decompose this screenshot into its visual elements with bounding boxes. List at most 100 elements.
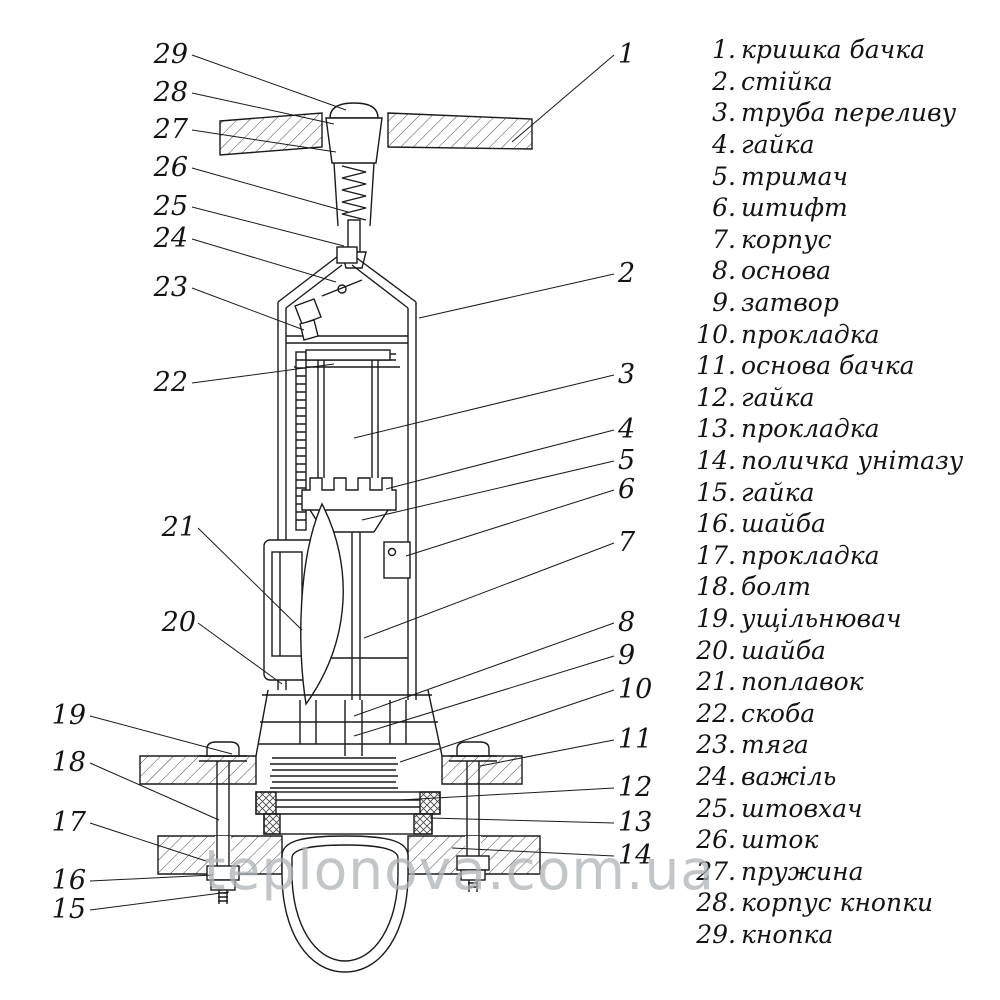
callout-19: 19 bbox=[51, 700, 86, 731]
legend-item-number: 26. bbox=[696, 825, 736, 855]
legend-item-number: 20. bbox=[696, 635, 736, 665]
legend-item: 18.болт bbox=[690, 571, 996, 603]
legend-item-number: 14. bbox=[696, 446, 736, 476]
callout-23: 23 bbox=[153, 272, 188, 303]
legend-item-number: 25. bbox=[696, 793, 736, 823]
legend-item-number: 4. bbox=[712, 130, 736, 160]
legend-item: 23.тяга bbox=[690, 729, 996, 761]
legend-item: 19.ущільнювач bbox=[690, 603, 996, 635]
legend-item-label: шайба bbox=[741, 635, 826, 665]
legend-item-label: прокладка bbox=[741, 540, 880, 570]
legend-item: 7.корпус bbox=[690, 224, 996, 256]
legend-item-label: штовхач bbox=[741, 793, 863, 823]
callout-2: 2 bbox=[618, 258, 636, 289]
legend-item-label: тяга bbox=[741, 730, 809, 760]
legend-item: 14.поличка унітазу bbox=[690, 445, 996, 477]
legend-item-number: 15. bbox=[696, 477, 736, 507]
right-bolt bbox=[449, 741, 497, 892]
flush-button-assembly bbox=[325, 102, 383, 269]
parts-legend: 1.кришка бачка 2.стійка 3.труба переливу… bbox=[690, 34, 996, 950]
callout-7: 7 bbox=[618, 527, 636, 558]
callout-24: 24 bbox=[153, 223, 188, 254]
legend-item-label: ущільнювач bbox=[741, 603, 902, 633]
callout-25: 25 bbox=[153, 191, 188, 222]
callout-9: 9 bbox=[618, 640, 636, 671]
legend-item: 26.шток bbox=[690, 824, 996, 856]
legend-item: 28.корпус кнопки bbox=[690, 887, 996, 919]
legend-item-number: 13. bbox=[696, 414, 736, 444]
legend-item: 13.прокладка bbox=[690, 413, 996, 445]
legend-item-number: 28. bbox=[696, 888, 736, 918]
legend-item-number: 21. bbox=[696, 667, 736, 697]
callout-13: 13 bbox=[618, 807, 653, 838]
callout-17: 17 bbox=[51, 807, 86, 838]
leader-lines bbox=[89, 54, 615, 911]
legend-item-label: затвор bbox=[741, 288, 839, 318]
legend-item-label: корпус bbox=[741, 224, 832, 254]
legend-item-label: прокладка bbox=[741, 319, 880, 349]
legend-item: 1.кришка бачка bbox=[690, 34, 996, 66]
left-bolt bbox=[199, 741, 247, 904]
legend-item-label: основа bbox=[741, 256, 832, 286]
legend-item: 24.важіль bbox=[690, 761, 996, 793]
legend-item-label: гайка bbox=[741, 130, 815, 160]
legend-item: 8.основа bbox=[690, 255, 996, 287]
legend-item: 6.штифт bbox=[690, 192, 996, 224]
callout-8: 8 bbox=[618, 607, 636, 638]
legend-item-number: 17. bbox=[696, 540, 736, 570]
legend-item-label: труба переливу bbox=[741, 98, 957, 128]
legend-item-label: пружина bbox=[741, 856, 864, 886]
callout-3: 3 bbox=[618, 359, 636, 390]
callout-4: 4 bbox=[618, 414, 636, 445]
legend-item: 12.гайка bbox=[690, 382, 996, 414]
legend-item: 27.пружина bbox=[690, 855, 996, 887]
legend-item-label: болт bbox=[741, 572, 811, 602]
callout-20: 20 bbox=[161, 607, 196, 638]
legend-item: 2.стійка bbox=[690, 66, 996, 98]
callout-11: 11 bbox=[618, 724, 653, 755]
callout-22: 22 bbox=[153, 367, 188, 398]
callout-12: 12 bbox=[618, 772, 653, 803]
legend-item: 10.прокладка bbox=[690, 318, 996, 350]
legend-item-label: стійка bbox=[741, 66, 833, 96]
callout-14: 14 bbox=[618, 840, 653, 871]
legend-item-number: 24. bbox=[696, 761, 736, 791]
legend-item: 4.гайка bbox=[690, 129, 996, 161]
legend-item-number: 9. bbox=[712, 288, 736, 318]
valve-body bbox=[277, 246, 417, 700]
callout-15: 15 bbox=[51, 894, 86, 925]
legend-item-label: скоба bbox=[741, 698, 816, 728]
legend-item-label: шайба bbox=[741, 509, 826, 539]
locknut-and-gaskets bbox=[255, 791, 441, 835]
legend-item-label: шток bbox=[741, 825, 819, 855]
legend-item: 3.труба переливу bbox=[690, 97, 996, 129]
legend-item-number: 1. bbox=[712, 35, 736, 65]
legend-item: 22.скоба bbox=[690, 697, 996, 729]
legend-item-number: 7. bbox=[712, 224, 736, 254]
legend-item-label: тримач bbox=[741, 161, 848, 191]
legend-item: 21.поплавок bbox=[690, 666, 996, 698]
callout-18: 18 bbox=[51, 747, 86, 778]
callout-16: 16 bbox=[51, 865, 86, 896]
legend-item: 11.основа бачка bbox=[690, 350, 996, 382]
legend-item-label: поплавок bbox=[741, 667, 864, 697]
callout-29: 29 bbox=[153, 39, 188, 70]
legend-item: 16.шайба bbox=[690, 508, 996, 540]
legend-item-number: 18. bbox=[696, 572, 736, 602]
callout-28: 28 bbox=[153, 77, 188, 108]
tank-base bbox=[139, 755, 523, 785]
legend-item: 20.шайба bbox=[690, 634, 996, 666]
callout-26: 26 bbox=[153, 152, 188, 183]
callout-10: 10 bbox=[618, 674, 653, 705]
legend-item-number: 11. bbox=[696, 351, 736, 381]
legend-item-number: 3. bbox=[712, 98, 736, 128]
callout-27: 27 bbox=[153, 114, 188, 145]
legend-item-label: кнопка bbox=[741, 919, 834, 949]
base-assembly bbox=[255, 689, 443, 789]
legend-item-number: 2. bbox=[712, 66, 736, 96]
legend-item-label: поличка унітазу bbox=[741, 446, 964, 476]
legend-item: 29.кнопка bbox=[690, 919, 996, 951]
legend-item-label: прокладка bbox=[741, 414, 880, 444]
